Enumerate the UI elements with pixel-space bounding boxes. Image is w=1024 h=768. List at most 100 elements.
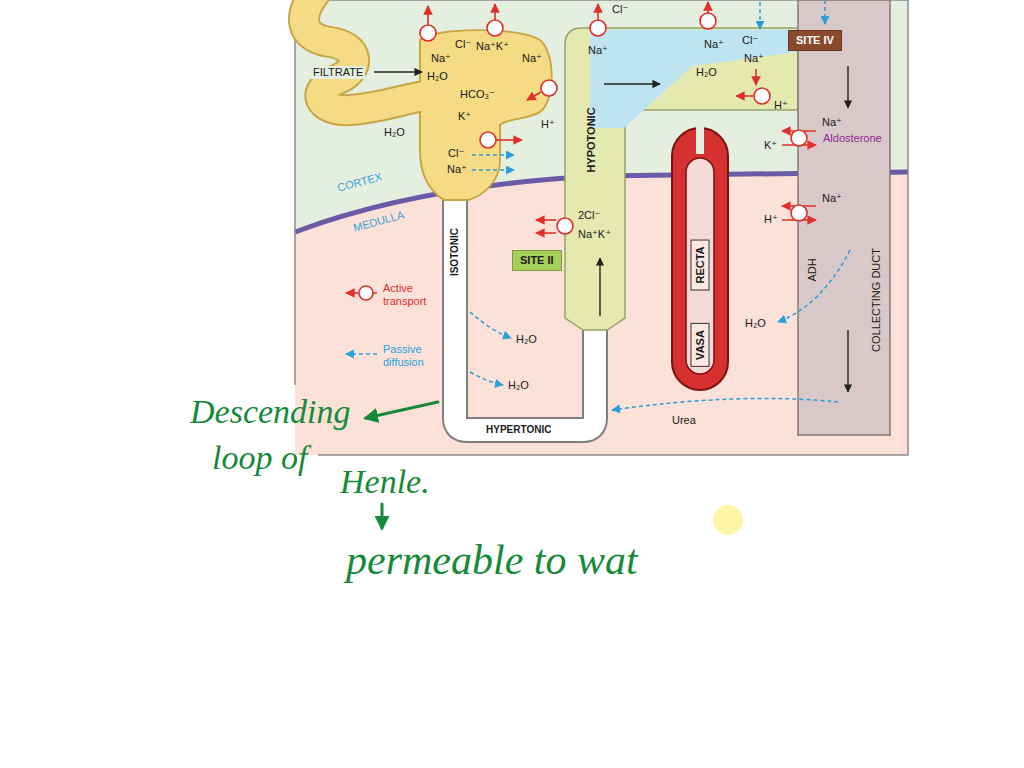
site-label: SITE IV — [796, 34, 834, 47]
active-arrow — [736, 95, 753, 97]
passive-arrow — [612, 398, 838, 410]
vessel-label: RECTA — [691, 239, 710, 290]
transporter-circle — [700, 13, 716, 29]
transporter-circle — [754, 88, 770, 104]
transporter-circles — [420, 13, 807, 234]
transporter-circle — [791, 130, 807, 146]
ion-label: H₂O — [508, 379, 529, 392]
flow-arrow — [604, 83, 660, 84]
ion-label: 2Cl⁻ — [578, 209, 600, 222]
ion-label: Cl⁻ — [448, 147, 464, 160]
hypotonic-zone — [590, 30, 797, 129]
handwritten-note: Henle. — [340, 462, 430, 501]
passive-arrow — [472, 154, 514, 156]
active-arrow — [597, 4, 599, 20]
flow-arrows — [374, 66, 848, 392]
tonicity-label: HYPERTONIC — [486, 424, 551, 436]
flow-arrow — [847, 66, 848, 108]
convoluted-tubule — [304, 0, 424, 110]
flow-arrow — [374, 71, 422, 72]
transporter-circle — [420, 25, 436, 41]
convoluted-tubule-outline — [304, 0, 424, 110]
vasa-recta-lumen — [686, 158, 714, 374]
handwritten-arrow — [366, 402, 438, 418]
active-arrow — [494, 4, 496, 20]
legend-arrow — [346, 353, 377, 355]
duct-label: COLLECTING DUCT — [870, 248, 883, 352]
ion-label: Cl⁻ — [455, 38, 471, 51]
handwritten-note: loop of — [212, 438, 307, 477]
ion-label: Na⁺ — [704, 38, 724, 51]
active-arrow — [707, 2, 709, 13]
cortex-ground — [295, 0, 908, 455]
ion-label: Na⁺ — [431, 52, 451, 65]
flow-arrow — [847, 330, 848, 392]
tonicity-label: HYPOTONIC — [585, 107, 598, 172]
proximal-tubule-outline — [420, 30, 552, 200]
passive-arrow — [472, 169, 514, 171]
cursor-highlight — [713, 505, 743, 535]
ion-label: Na⁺ — [822, 116, 842, 129]
ion-label: Na⁺K⁺ — [476, 40, 509, 53]
transporter-circle — [557, 218, 573, 234]
vasa-recta: RECTA VASA — [672, 128, 728, 390]
transporter-circle — [480, 132, 496, 148]
legend-circle — [359, 286, 373, 300]
ion-label: H⁺ — [774, 99, 788, 112]
collecting-duct: COLLECTING DUCT — [798, 0, 890, 435]
collecting-duct-shape — [798, 0, 890, 435]
legend-symbol — [343, 345, 379, 363]
proximal-tubule — [421, 31, 551, 199]
ion-label: H₂O — [516, 333, 537, 346]
site-tag: SITE IV — [788, 30, 842, 51]
transporter-circle — [541, 80, 557, 96]
ion-label: Na⁺ — [447, 163, 467, 176]
passive-diffusion-arrows — [470, 0, 850, 410]
ion-label: K⁺ — [764, 139, 777, 152]
ion-label: Na⁺K⁺ — [578, 228, 611, 241]
active-arrow — [536, 232, 556, 234]
site-tag: SITE II — [512, 250, 562, 271]
ion-label: H⁺ — [764, 213, 778, 226]
handwritten-arrow — [381, 504, 384, 528]
ion-label: H₂O — [745, 317, 766, 330]
active-arrow — [427, 6, 429, 25]
flow-arrow — [599, 258, 600, 316]
vessel-label: VASA — [691, 323, 710, 367]
ion-label: Na⁺ — [744, 52, 764, 65]
ion-label: K⁺ — [458, 110, 471, 123]
legend-text: Active transport — [383, 282, 447, 308]
legend-text: Passive diffusion — [383, 343, 447, 369]
ion-label: H₂O — [696, 66, 717, 79]
passive-arrow — [759, 2, 761, 29]
passive-arrow — [470, 372, 503, 385]
active-arrow — [496, 139, 522, 141]
legend-item: Passive diffusion — [343, 343, 453, 373]
active-arrow — [755, 69, 757, 85]
vasa-recta-vessel — [672, 128, 728, 390]
ion-label: HCO₃⁻ — [460, 88, 495, 101]
active-arrow — [536, 219, 556, 221]
ion-label: Cl⁻ — [612, 3, 628, 16]
ion-label: H₂O — [427, 70, 448, 83]
legend-item: Active transport — [343, 282, 453, 312]
site-label: SITE II — [520, 254, 554, 267]
input-label: FILTRATE — [311, 66, 365, 79]
ion-label: H₂O — [384, 126, 405, 139]
ion-label: Na⁺ — [588, 44, 608, 57]
ion-label: H⁺ — [541, 118, 555, 131]
ion-label: Na⁺ — [522, 52, 542, 65]
handwritten-note: permeable to wat — [346, 536, 638, 584]
passive-arrow — [824, 0, 826, 24]
passive-arrow — [778, 250, 850, 322]
ion-label: Cl⁻ — [742, 34, 758, 47]
ion-label: Na⁺ — [822, 192, 842, 205]
transporter-circle — [487, 20, 503, 36]
panel-border — [295, 0, 908, 455]
tonicity-label: ISOTONIC — [449, 228, 461, 276]
transporter-circle — [791, 205, 807, 221]
hormone-label: ADH — [806, 258, 819, 281]
active-arrow — [527, 92, 541, 100]
handwritten-note: Descending — [190, 392, 351, 431]
